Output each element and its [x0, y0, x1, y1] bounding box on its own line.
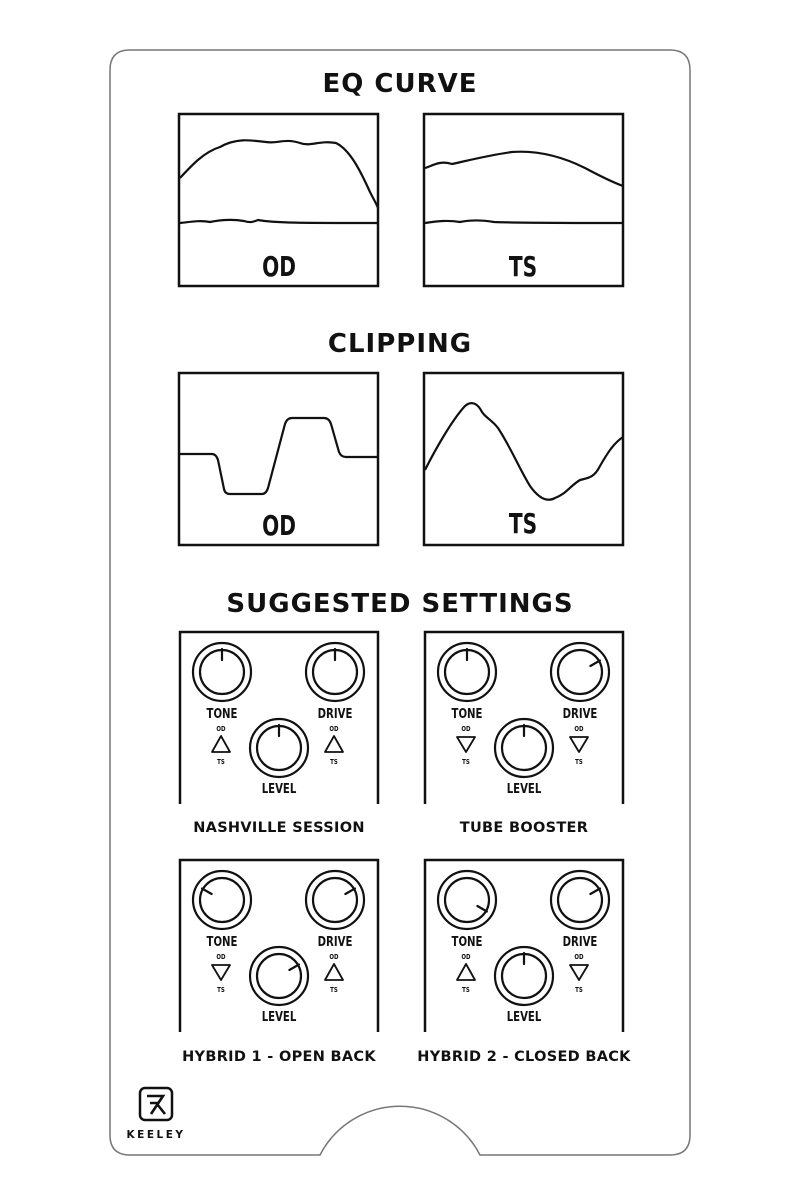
switch-down-triangle-icon: [211, 964, 231, 981]
switch-down-triangle-icon: [456, 736, 476, 753]
clipping-label-ts: TS: [509, 507, 537, 540]
switch-label-ts: TS: [462, 986, 470, 994]
switch-label-od: OD: [461, 953, 470, 961]
knob-pointer: [589, 659, 602, 668]
preset-name: HYBRID 2 - CLOSED BACK: [417, 1049, 631, 1065]
switch-up-triangle-icon: [211, 735, 231, 753]
level-knob-label: LEVEL: [262, 781, 297, 797]
switch-label-ts: TS: [217, 758, 225, 766]
switch-label-od: OD: [216, 953, 225, 961]
preset-name: NASHVILLE SESSION: [193, 820, 365, 836]
knob-pointer: [200, 887, 213, 896]
eq-panel-od: OD: [177, 112, 380, 288]
pedal-outline: [423, 630, 625, 804]
level-knob-label: LEVEL: [507, 1009, 542, 1025]
knob-pointer: [476, 904, 489, 913]
keeley-logo: KEELEY: [127, 1086, 186, 1141]
switch-label-ts: TS: [575, 758, 583, 766]
tone-knob: [436, 869, 498, 931]
eq-curve-od: [179, 139, 380, 209]
drive-knob: [304, 869, 366, 931]
knob-pointer: [288, 963, 301, 972]
drive-knob-label: DRIVE: [563, 934, 598, 950]
switch-label-ts: TS: [217, 986, 225, 994]
switch-label-od: OD: [329, 725, 338, 733]
drive-knob: [549, 641, 611, 703]
tone-clip-switch: OD TS: [456, 953, 476, 994]
eq-curve-heading: EQ CURVE: [322, 69, 477, 99]
tone-knob-label: TONE: [207, 934, 238, 950]
pedal-outline: [178, 630, 380, 804]
clipping-label-od: OD: [262, 509, 296, 542]
tone-clip-switch: OD TS: [456, 725, 476, 766]
tone-knob: [191, 641, 253, 703]
switch-label-od: OD: [461, 725, 470, 733]
eq-label-od: OD: [262, 250, 296, 283]
eq-label-ts: TS: [509, 250, 537, 283]
preset-panel: TONE DRIVE LEVEL OD TS OD TS HYBRID 2 - CLOSED …: [417, 858, 631, 1065]
pedal-outline: [178, 858, 380, 1032]
preset-name: HYBRID 1 - OPEN BACK: [182, 1049, 376, 1065]
keeley-logo-badge: [138, 1086, 174, 1122]
eq-curve-ts: [424, 150, 624, 188]
level-knob: [248, 945, 310, 1007]
preset-panel: TONE DRIVE LEVEL OD TS OD TS NASHVILLE SESSION: [178, 630, 380, 836]
clipping-wave-od: [180, 416, 378, 496]
drive-clip-switch: OD TS: [324, 725, 344, 766]
preset-name: TUBE BOOSTER: [460, 820, 588, 836]
switch-up-triangle-icon: [456, 963, 476, 981]
clipping-wave-ts: [424, 402, 624, 501]
switch-label-ts: TS: [575, 986, 583, 994]
knob-pointer: [589, 887, 602, 896]
eq-panel-ts: TS: [422, 112, 625, 288]
drive-knob-label: DRIVE: [318, 934, 353, 950]
switch-label-od: OD: [574, 725, 583, 733]
switch-label-ts: TS: [330, 986, 338, 994]
level-knob-label: LEVEL: [507, 781, 542, 797]
switch-label-od: OD: [329, 953, 338, 961]
tone-knob-label: TONE: [452, 706, 483, 722]
drive-knob-label: DRIVE: [563, 706, 598, 722]
clipping-panel-od: OD: [177, 371, 380, 547]
level-knob: [248, 717, 310, 779]
level-knob-label: LEVEL: [262, 1009, 297, 1025]
knob-pointer: [344, 887, 357, 896]
pedal-outline: [423, 858, 625, 1032]
drive-knob: [304, 641, 366, 703]
preset-panel: TONE DRIVE LEVEL OD TS OD TS HYBRID 1 - OPEN BA…: [178, 858, 380, 1065]
switch-down-triangle-icon: [569, 736, 589, 753]
suggested-settings-heading: SUGGESTED SETTINGS: [226, 589, 573, 619]
tone-knob: [191, 869, 253, 931]
card-outline: [109, 49, 691, 1156]
switch-label-od: OD: [574, 953, 583, 961]
level-knob: [493, 945, 555, 1007]
drive-knob-label: DRIVE: [318, 706, 353, 722]
clipping-panel-ts: TS: [422, 371, 625, 547]
drive-knob: [549, 869, 611, 931]
clipping-heading: CLIPPING: [328, 329, 472, 359]
tone-clip-switch: OD TS: [211, 953, 231, 994]
switch-up-triangle-icon: [324, 963, 344, 981]
eq-baseline-od: [179, 218, 379, 225]
switch-up-triangle-icon: [324, 735, 344, 753]
drive-clip-switch: OD TS: [569, 725, 589, 766]
switch-label-od: OD: [216, 725, 225, 733]
tone-knob-label: TONE: [452, 934, 483, 950]
level-knob: [493, 717, 555, 779]
eq-baseline-ts: [424, 219, 624, 225]
keeley-logo-mark: [147, 1094, 167, 1115]
switch-label-ts: TS: [462, 758, 470, 766]
tone-knob-label: TONE: [207, 706, 238, 722]
tone-knob: [436, 641, 498, 703]
preset-panel: TONE DRIVE LEVEL OD TS OD TS TUBE BOOSTER: [423, 630, 625, 836]
tone-clip-switch: OD TS: [211, 725, 231, 766]
switch-label-ts: TS: [330, 758, 338, 766]
drive-clip-switch: OD TS: [569, 953, 589, 994]
switch-down-triangle-icon: [569, 964, 589, 981]
keeley-wordmark: KEELEY: [127, 1129, 186, 1141]
drive-clip-switch: OD TS: [324, 953, 344, 994]
